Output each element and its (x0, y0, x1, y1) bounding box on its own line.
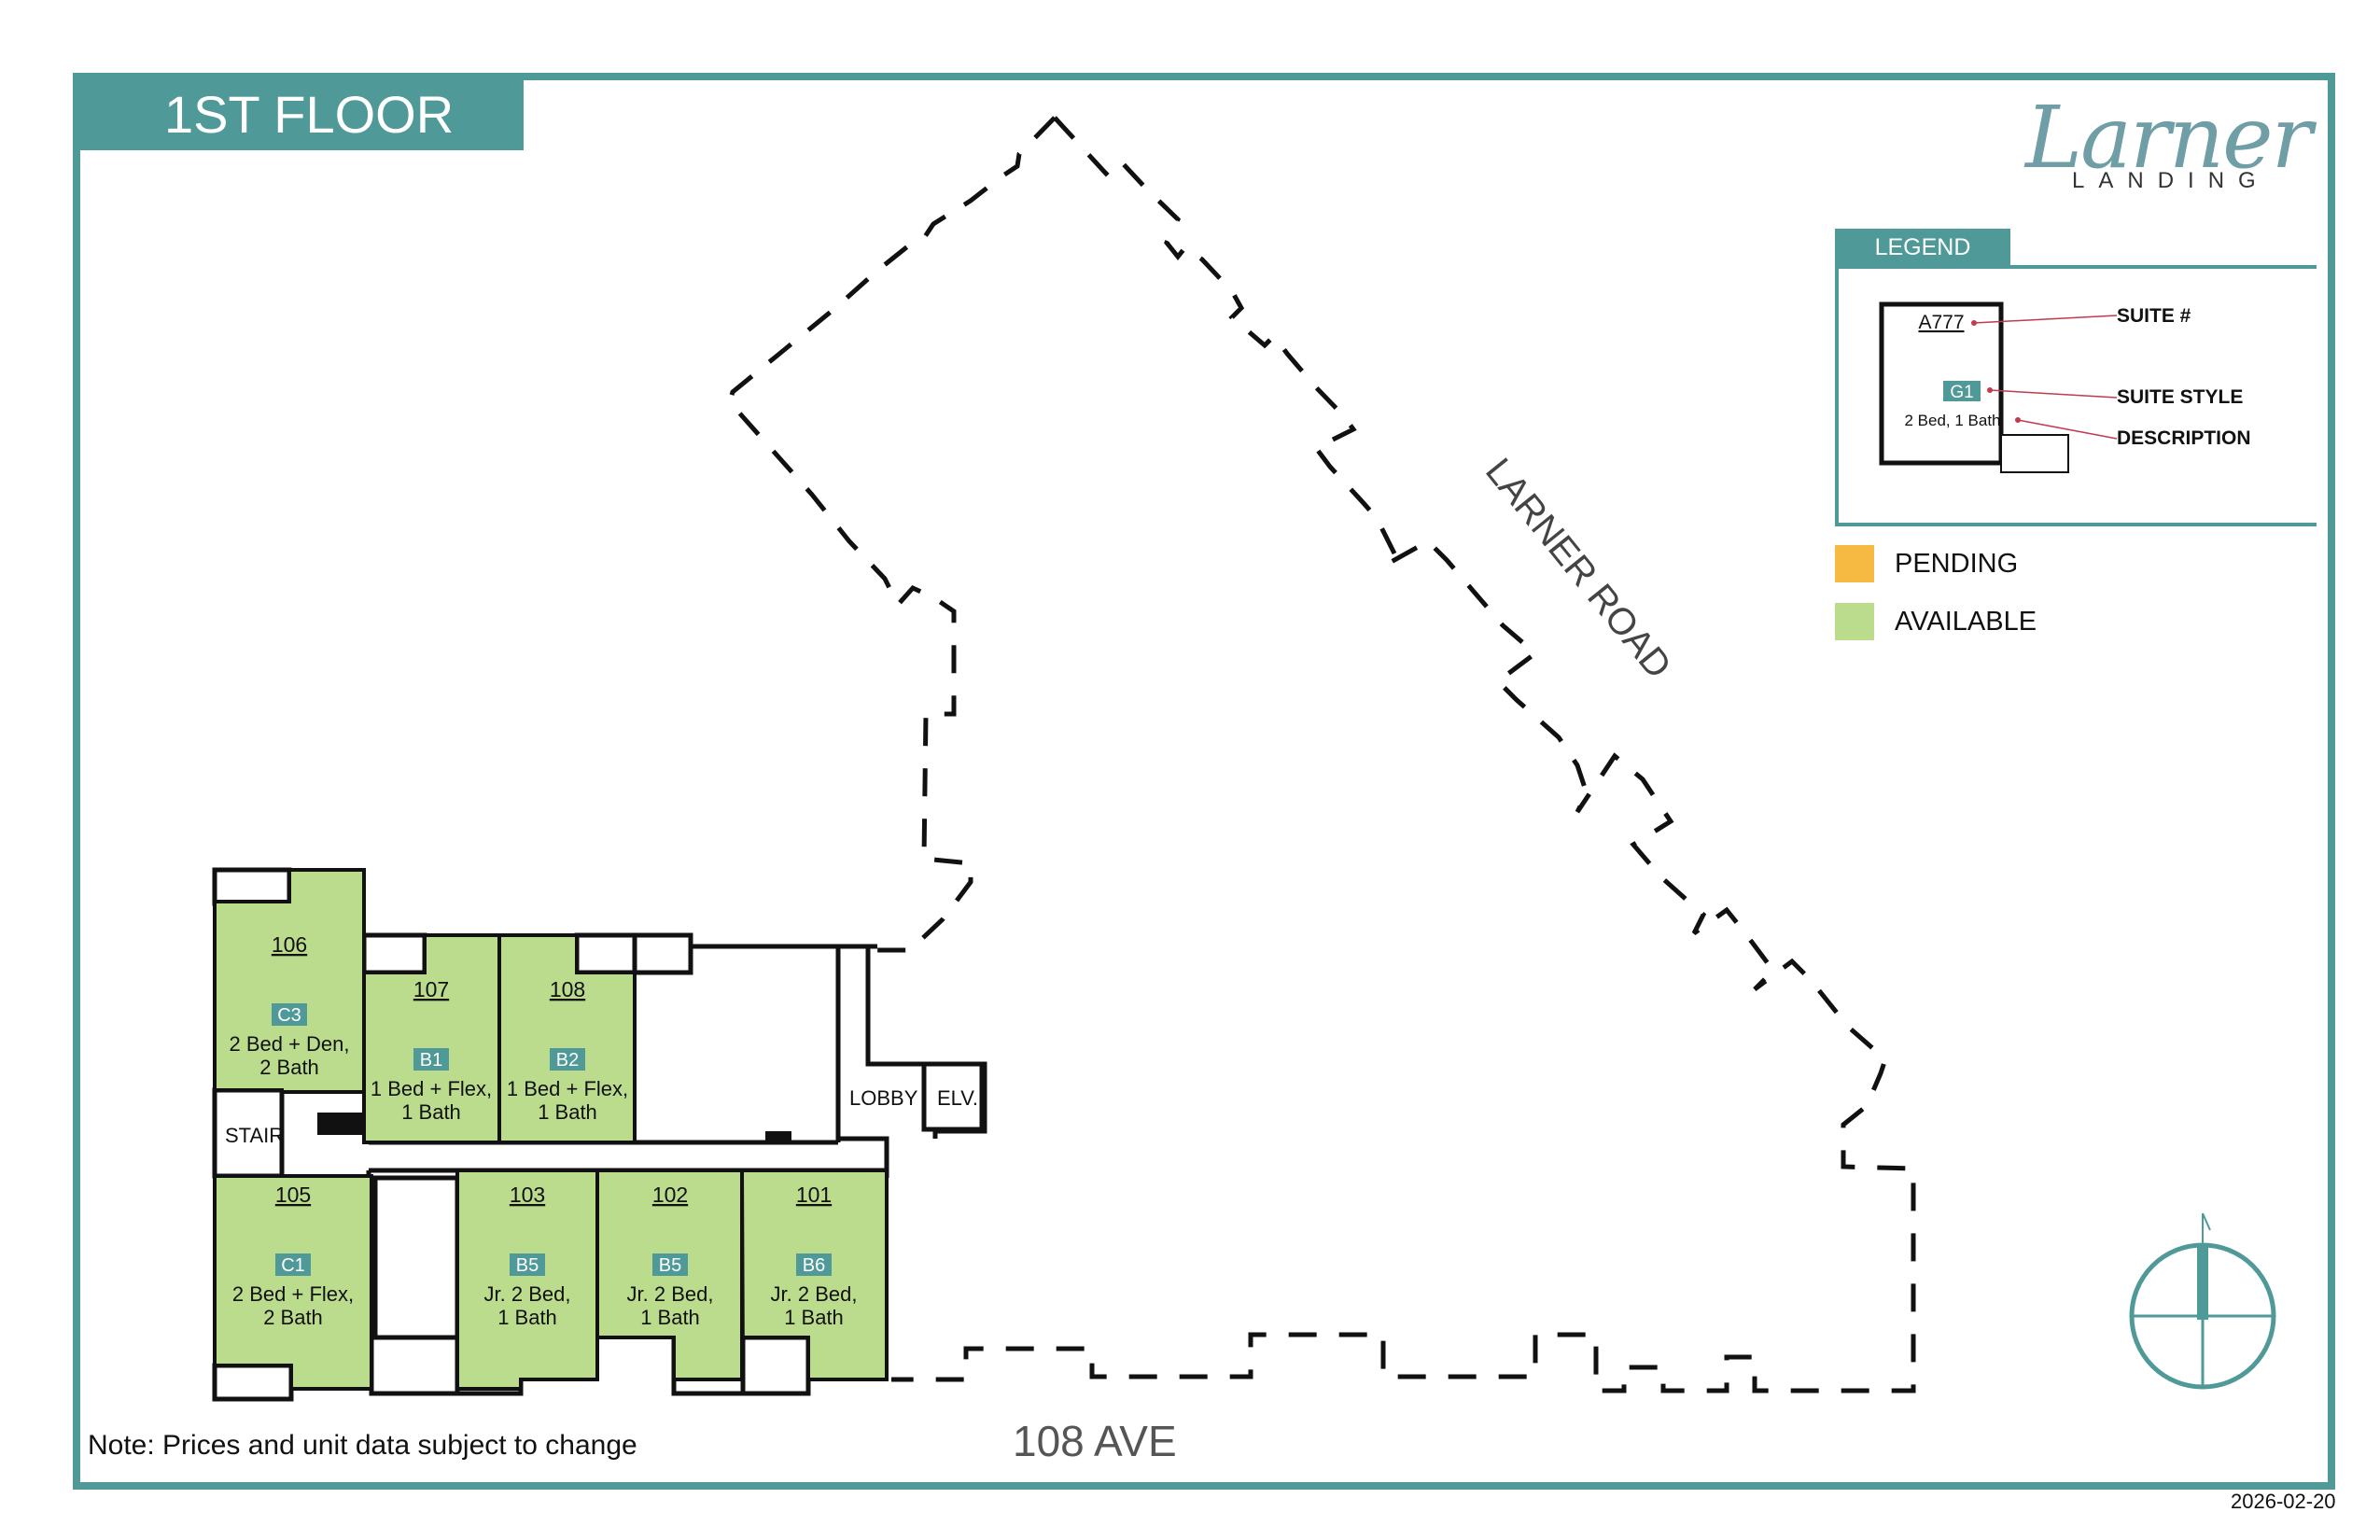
unit-style-badge (796, 1253, 832, 1276)
lobby-label: LOBBY (849, 1086, 918, 1110)
unit-style: C3 (277, 1005, 301, 1026)
unit-description-line1: 2 Bed + Flex, (232, 1282, 354, 1306)
unit-number: 105 (275, 1183, 311, 1207)
unit-description-line2: 2 Bath (263, 1306, 323, 1329)
legend-sample-number: A777 (1918, 312, 1964, 333)
disclaimer-note: Note: Prices and unit data subject to ch… (88, 1430, 637, 1461)
pending-label: PENDING (1895, 548, 2019, 579)
fixture (317, 1113, 362, 1135)
unit-number: 108 (550, 977, 585, 1001)
available-swatch (1835, 603, 1874, 640)
available-label: AVAILABLE (1895, 606, 2037, 637)
unit-style: B5 (659, 1255, 681, 1276)
unit-style-badge (652, 1253, 688, 1276)
legend-title: LEGEND (1835, 229, 2010, 266)
legend-sample-description: 2 Bed, 1 Bath (1904, 412, 2000, 429)
legend-callout-description: DESCRIPTION (2117, 427, 2251, 449)
unit-description-line2: 1 Bath (538, 1100, 597, 1124)
page-frame (73, 73, 2335, 1490)
unit-number: 103 (510, 1183, 545, 1207)
logo-script: Larner (2025, 88, 2313, 188)
unit-description-line1: Jr. 2 Bed, (771, 1282, 858, 1306)
unit-description-line1: 2 Bed + Den, (229, 1032, 349, 1056)
unit-description-line1: Jr. 2 Bed, (627, 1282, 714, 1306)
brand-logo: Larner LANDING (2016, 88, 2313, 205)
unit-description-line2: 1 Bath (784, 1306, 844, 1329)
site-boundary (891, 116, 1916, 1393)
unit-description-line2: 2 Bath (259, 1056, 319, 1079)
unit-number: 101 (796, 1183, 832, 1207)
street-label-108-ave: 108 AVE (1013, 1417, 1177, 1465)
legend-sample-suite: A777 G1 2 Bed, 1 Bath SUITE # SUITE STYL… (1879, 301, 2251, 473)
legend-sample-style: G1 (1950, 383, 1973, 402)
stair-label: STAIR (225, 1124, 284, 1147)
north-arrow-icon (2129, 1212, 2276, 1390)
unit-number: 107 (413, 977, 449, 1001)
legend-callout-suite: SUITE # (2117, 305, 2191, 327)
unit-description-line2: 1 Bath (640, 1306, 700, 1329)
unit-style-badge (413, 1048, 449, 1071)
unit-description-line1: 1 Bed + Flex, (371, 1077, 492, 1100)
legend-sample-style-badge (1943, 381, 1981, 401)
unit-style-badge (510, 1253, 545, 1276)
document-date: 2026-02-20 (2231, 1490, 2336, 1513)
street-label-larner-road: LARNER ROAD (1477, 451, 1679, 686)
floor-title: 1ST FLOOR (78, 78, 524, 150)
unit-description-line2: 1 Bath (401, 1100, 461, 1124)
unit-style: B2 (556, 1050, 579, 1071)
site-boundary-west (727, 116, 1057, 953)
unit-description-line1: 1 Bed + Flex, (507, 1077, 628, 1100)
unit-style-badge (550, 1048, 585, 1071)
legend-key-pending: PENDING (1835, 545, 2018, 582)
unit-style: B1 (420, 1050, 442, 1071)
unit-shape (497, 933, 637, 1144)
unit-style: B6 (803, 1255, 825, 1276)
legend-key-available: AVAILABLE (1835, 603, 2037, 640)
legend-callout-style: SUITE STYLE (2117, 386, 2243, 408)
unit-style-badge (272, 1003, 307, 1026)
unit-number: 106 (272, 932, 307, 957)
unit-description-line2: 1 Bath (497, 1306, 557, 1329)
unit-description-line1: Jr. 2 Bed, (484, 1282, 571, 1306)
unit-style: B5 (516, 1255, 539, 1276)
unit-style-badge (275, 1253, 311, 1276)
pending-swatch (1835, 545, 1874, 582)
logo-subtitle: LANDING (2072, 168, 2270, 193)
unit-shape (213, 1174, 373, 1391)
unit-number: 102 (652, 1183, 688, 1207)
fixture (765, 1131, 791, 1144)
unit-style: C1 (281, 1255, 305, 1276)
elevator-label: ELV. (937, 1086, 978, 1110)
